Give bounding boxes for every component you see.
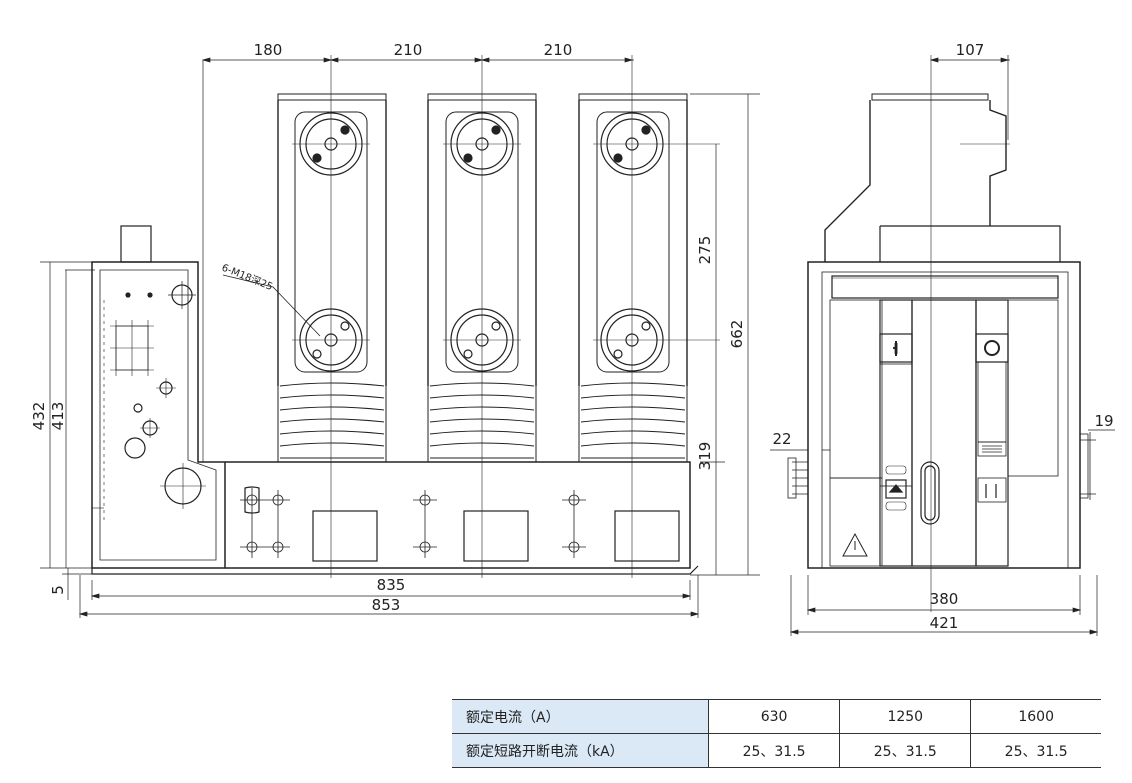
dim-432: 432 [30, 402, 48, 431]
dim-180: 180 [254, 41, 283, 59]
dim-22: 22 [772, 430, 791, 448]
dim-275: 275 [696, 236, 714, 265]
pole-3 [578, 93, 688, 462]
spec-table: 额定电流（A） 630 1250 1600 额定短路开断电流（kA） 25、31… [452, 699, 1101, 768]
dim-380: 380 [930, 590, 959, 608]
dim-107: 107 [956, 41, 985, 59]
front-view [40, 55, 760, 618]
dim-835: 835 [377, 576, 406, 594]
technical-drawing: 180 210 210 107 432 413 5 275 662 319 83… [30, 41, 1115, 636]
dim-853: 853 [372, 596, 401, 614]
table-row: 额定短路开断电流（kA） 25、31.5 25、31.5 25、31.5 [452, 733, 1101, 768]
dim-421: 421 [930, 614, 959, 632]
dim-210-a: 210 [394, 41, 423, 59]
dim-210-b: 210 [544, 41, 573, 59]
table-cell: 630 [707, 699, 840, 734]
pole-1 [277, 93, 387, 462]
table-cell: 25、31.5 [707, 733, 840, 768]
table-row: 额定电流（A） 630 1250 1600 [452, 699, 1101, 734]
dim-5: 5 [49, 585, 67, 595]
dim-319: 319 [696, 442, 714, 471]
on-symbol: I [893, 340, 899, 358]
table-cell: 25、31.5 [970, 733, 1101, 768]
rated-current-label: 额定电流（A） [452, 699, 709, 734]
breaking-current-label: 额定短路开断电流（kA） [452, 733, 709, 768]
table-cell: 1600 [970, 699, 1101, 734]
dim-662: 662 [728, 320, 746, 349]
dim-19: 19 [1094, 412, 1113, 430]
hole-note: 6-M18深25 [220, 262, 275, 293]
side-view [770, 55, 1115, 636]
table-cell: 25、31.5 [839, 733, 971, 768]
dim-413: 413 [49, 402, 67, 431]
table-cell: 1250 [839, 699, 971, 734]
